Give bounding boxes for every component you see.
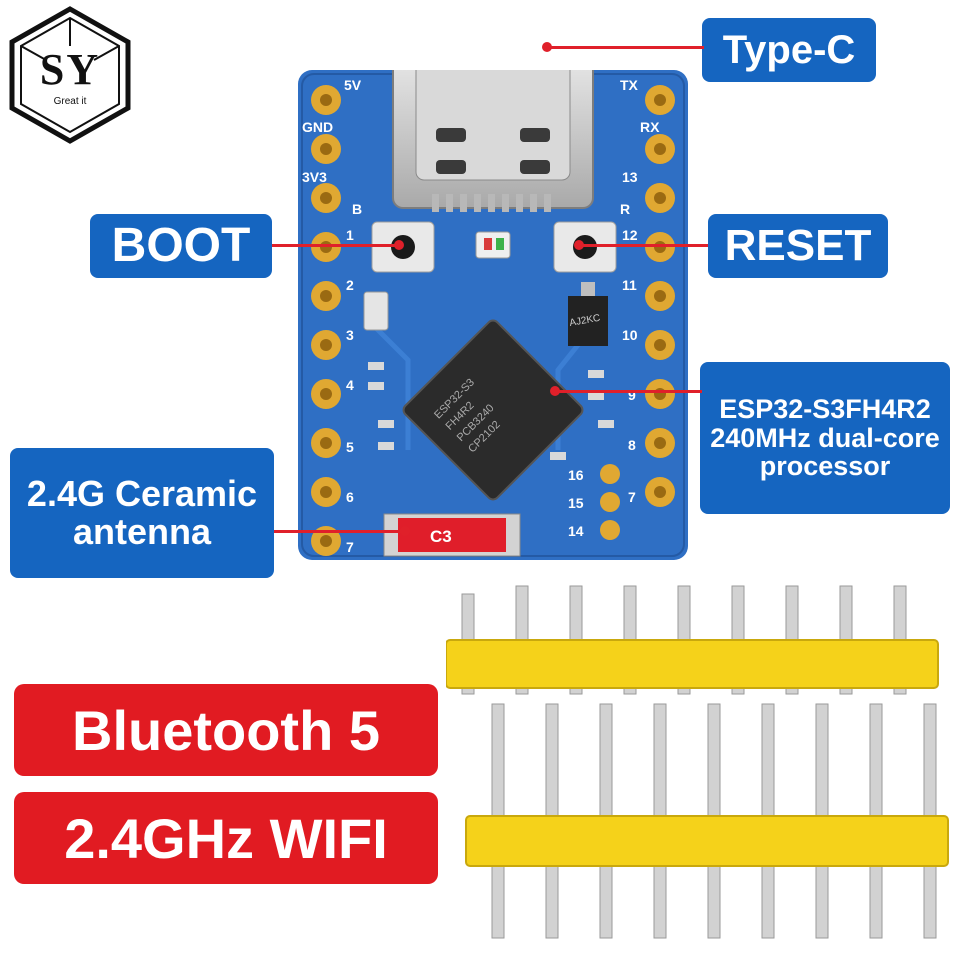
logo-subtext: Great it	[53, 96, 87, 107]
type-c-callout: Type-C	[702, 18, 876, 82]
pin-label-2: 2	[346, 277, 354, 293]
antenna-callout: 2.4G Ceramic antenna	[10, 448, 274, 578]
bluetooth-badge: Bluetooth 5	[14, 684, 438, 776]
chip-callout-line2: 240MHz dual-core	[710, 422, 940, 453]
boot-callout-text: BOOT	[111, 218, 251, 272]
antenna-callout-line2: antenna	[72, 511, 212, 552]
pin-label-5v: 5V	[344, 77, 362, 93]
brand-logo: SY Great it	[8, 6, 132, 144]
boot-callout: BOOT	[90, 214, 272, 278]
pin-label-tx: TX	[620, 77, 639, 93]
pin-label-10: 10	[622, 327, 638, 343]
chip-callout: ESP32-S3FH4R2 240MHz dual-core processor	[700, 362, 950, 514]
reset-leader-dot	[574, 240, 584, 250]
pin-label-gnd: GND	[302, 119, 333, 135]
pin-label-7-left: 7	[346, 539, 354, 555]
pin-header-bottom	[462, 700, 952, 950]
wifi-badge-text: 2.4GHz WIFI	[64, 806, 388, 870]
pin-label-rx: RX	[640, 119, 660, 135]
antenna-leader-line	[274, 530, 406, 533]
chip-leader-dot	[550, 386, 560, 396]
chip-callout-line3: processor	[759, 451, 891, 482]
pin-label-13: 13	[622, 169, 638, 185]
pin-label-9: 9	[628, 387, 636, 403]
reset-leader-line	[580, 244, 708, 247]
pin-label-11: 11	[622, 277, 637, 293]
type-c-leader-dot	[542, 42, 552, 52]
pin-label-14: 14	[568, 523, 584, 539]
pin-label-4: 4	[346, 377, 354, 393]
antenna-marking: C3	[430, 527, 452, 546]
bluetooth-badge-text: Bluetooth 5	[72, 698, 380, 762]
antenna-callout-line1: 2.4G Ceramic	[26, 473, 258, 515]
logo-text: SY	[39, 45, 101, 94]
chip-callout-line1: ESP32-S3FH4R2	[719, 394, 931, 425]
chip-leader-line	[556, 390, 702, 393]
antenna-leader-dot	[400, 526, 410, 536]
pin-label-5: 5	[346, 439, 354, 455]
boot-leader-line	[272, 244, 400, 247]
wifi-badge: 2.4GHz WIFI	[14, 792, 438, 884]
pin-label-3: 3	[346, 327, 354, 343]
type-c-leader-line	[548, 46, 704, 49]
pin-label-1: 1	[346, 227, 354, 243]
regulator-marking: AJ2KC	[569, 313, 602, 329]
pin-header-top	[445, 582, 950, 702]
pin-label-7-right: 7	[628, 489, 636, 505]
pin-label-16: 16	[568, 467, 584, 483]
reset-callout: RESET	[708, 214, 888, 278]
pin-label-8: 8	[628, 437, 636, 453]
boot-leader-dot	[394, 240, 404, 250]
button-label-b: B	[352, 201, 362, 217]
type-c-callout-text: Type-C	[722, 28, 856, 72]
reset-callout-text: RESET	[724, 220, 872, 270]
button-label-r: R	[620, 201, 630, 217]
pin-label-15: 15	[568, 495, 584, 511]
pin-label-12: 12	[622, 227, 638, 243]
esp32-board: ESP32-S3 FH4R2 PCB3240 CP2102 C3 5V GND …	[298, 29, 688, 560]
pin-label-3v3: 3V3	[302, 169, 327, 185]
pin-label-6: 6	[346, 489, 354, 505]
